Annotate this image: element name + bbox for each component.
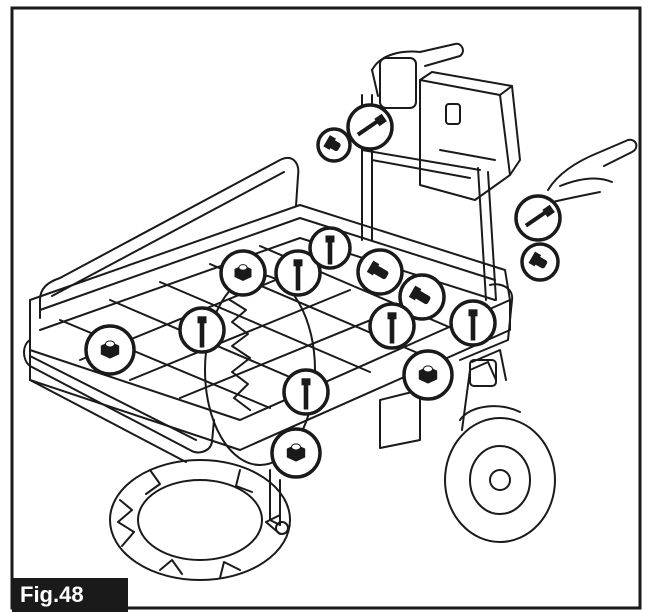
bolt-icon	[356, 113, 387, 137]
bolt-icon	[325, 235, 335, 265]
bolt-callout	[346, 103, 394, 151]
nut-icon	[468, 309, 478, 341]
caster-wheel	[444, 349, 556, 543]
drive-wheel	[109, 459, 291, 581]
right-handle	[539, 138, 638, 206]
front-guard-rail	[23, 339, 215, 463]
bolt-callout	[178, 306, 226, 354]
nut-callout	[270, 427, 322, 479]
bolt-icon	[528, 251, 548, 269]
nut-icon	[100, 340, 120, 359]
nut-icon	[286, 443, 306, 462]
bolt-callout	[368, 302, 416, 350]
bolt-icon	[524, 204, 555, 228]
figure-border	[10, 6, 642, 610]
bolt-icon	[408, 285, 431, 305]
engine	[419, 71, 521, 201]
nut-callout	[219, 249, 267, 297]
bolt-icon	[323, 135, 341, 152]
bolt-callout	[282, 368, 330, 416]
bolt-callout	[274, 249, 322, 297]
figure-label: Fig.48	[12, 578, 128, 612]
bolt-callout	[520, 242, 560, 282]
side-guard-rail	[39, 157, 300, 319]
bolt-icon	[387, 312, 397, 344]
stand-bracket	[269, 389, 421, 535]
nut-icon	[234, 264, 252, 281]
machine-line-art	[23, 42, 638, 581]
bolt-callout	[514, 194, 562, 242]
fastener-callouts	[84, 103, 562, 479]
bolt-icon	[301, 378, 311, 410]
bolt-icon	[197, 316, 207, 348]
left-handle	[371, 42, 464, 109]
nut-callout	[84, 324, 136, 376]
bolt-callout	[308, 226, 352, 270]
rear-guard-rail	[459, 283, 514, 361]
nut-callout	[449, 299, 497, 347]
nut-callout	[402, 349, 454, 401]
bolt-callout	[316, 127, 352, 163]
nut-icon	[418, 365, 438, 384]
bolt-icon	[366, 260, 389, 280]
bolt-callout	[398, 273, 446, 321]
bolt-callout	[356, 248, 404, 296]
bolt-icon	[293, 259, 303, 291]
